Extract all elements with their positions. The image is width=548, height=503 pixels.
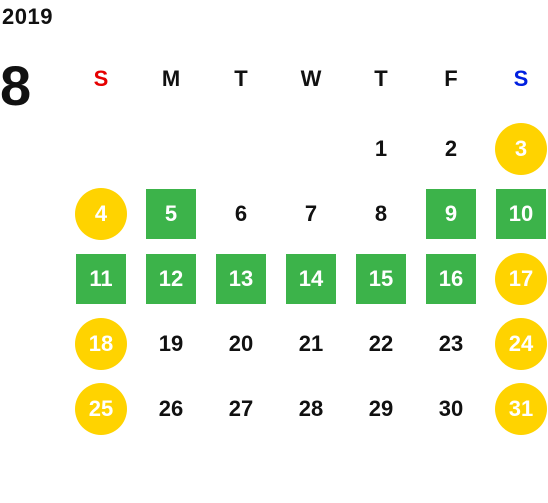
day-cell[interactable]: 15: [356, 254, 406, 304]
day-cell[interactable]: 19: [158, 331, 184, 356]
day-cell[interactable]: 8: [374, 201, 388, 226]
day-cell[interactable]: 13: [216, 254, 266, 304]
month-label: 8: [0, 54, 32, 117]
day-cell[interactable]: 25: [75, 383, 127, 435]
day-cell[interactable]: 21: [298, 331, 324, 356]
day-cell[interactable]: 7: [304, 201, 318, 226]
day-cell[interactable]: 6: [234, 201, 248, 226]
day-cell[interactable]: 18: [75, 318, 127, 370]
day-cell[interactable]: 22: [368, 331, 394, 356]
day-cell[interactable]: 30: [438, 396, 464, 421]
day-cell[interactable]: 12: [146, 254, 196, 304]
day-cell[interactable]: 5: [146, 189, 196, 239]
day-cell[interactable]: 29: [368, 396, 394, 421]
day-cell[interactable]: 9: [426, 189, 476, 239]
weekday-fri: F: [444, 66, 458, 91]
weekday-sat: S: [513, 66, 529, 91]
day-cell[interactable]: 14: [286, 254, 336, 304]
day-cell[interactable]: 3: [495, 123, 547, 175]
day-cell[interactable]: 10: [496, 189, 546, 239]
day-cell[interactable]: 1: [374, 136, 388, 161]
weekday-mon: M: [161, 66, 181, 91]
day-cell[interactable]: 23: [438, 331, 464, 356]
weekday-tue: T: [234, 66, 248, 91]
day-cell[interactable]: 16: [426, 254, 476, 304]
day-cell[interactable]: 31: [495, 383, 547, 435]
weekday-thu: T: [374, 66, 388, 91]
day-cell[interactable]: 20: [228, 331, 254, 356]
day-cell[interactable]: 4: [75, 188, 127, 240]
day-cell[interactable]: 26: [158, 396, 184, 421]
year-label: 2019: [2, 4, 53, 29]
weekday-wed: W: [300, 66, 322, 91]
day-cell[interactable]: 28: [298, 396, 324, 421]
day-cell[interactable]: 27: [228, 396, 254, 421]
day-cell[interactable]: 11: [76, 254, 126, 304]
weekday-sun: S: [93, 66, 109, 91]
day-cell[interactable]: 2: [444, 136, 458, 161]
day-cell[interactable]: 24: [495, 318, 547, 370]
day-cell[interactable]: 17: [495, 253, 547, 305]
